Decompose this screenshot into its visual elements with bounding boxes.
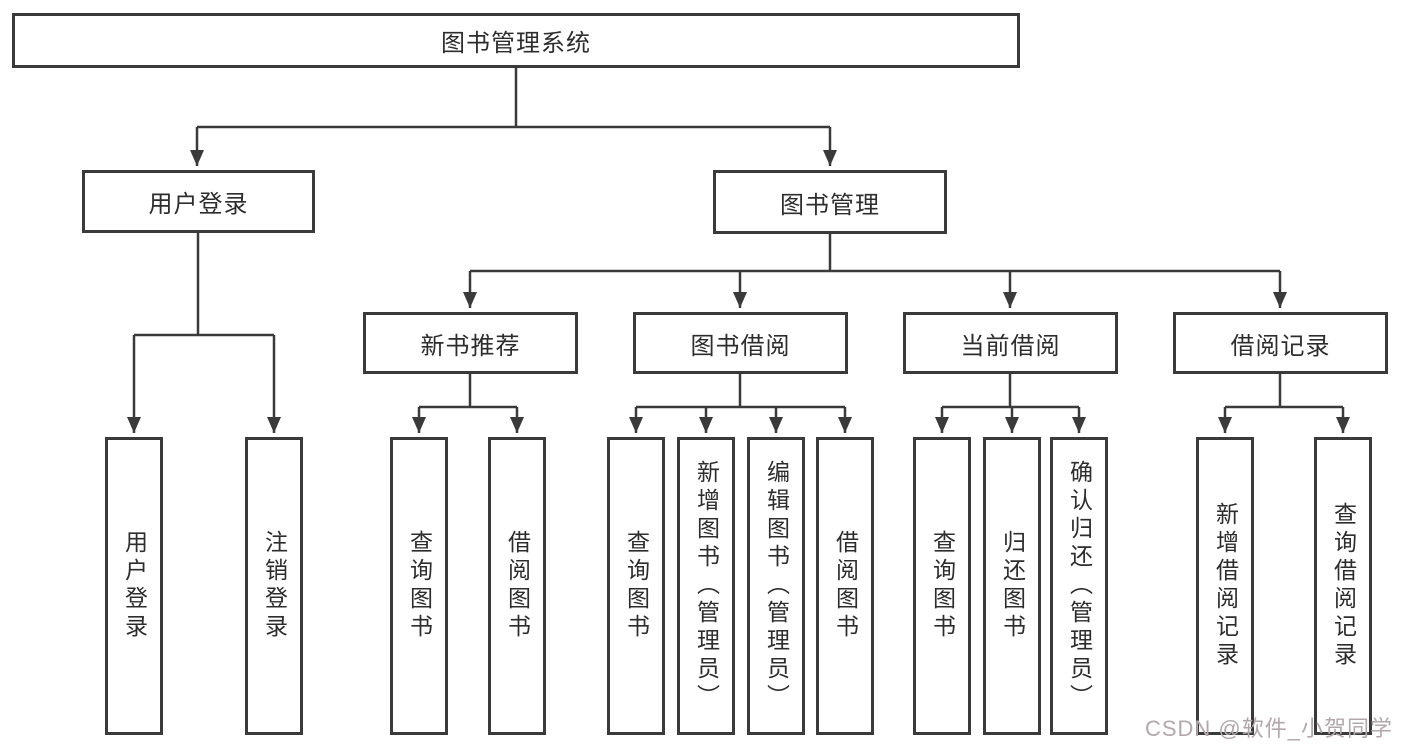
node-leaf-borrow-books-recommend: 借阅图书 <box>488 437 546 735</box>
node-leaf-logout: 注销登录 <box>245 437 303 735</box>
node-leaf-add-borrow-record: 新增借阅记录 <box>1196 437 1254 735</box>
leaf-label: 查询图书 <box>929 530 956 642</box>
leaf-label: 编辑图书（管理员） <box>763 460 790 712</box>
node-leaf-query-borrow-record: 查询借阅记录 <box>1314 437 1372 735</box>
node-leaf-add-book-admin: 新增图书（管理员） <box>677 437 735 735</box>
node-leaf-user-login: 用户登录 <box>105 437 163 735</box>
node-leaf-borrow-books: 借阅图书 <box>816 437 874 735</box>
leaf-label: 查询图书 <box>406 530 433 642</box>
node-leaf-return-books: 归还图书 <box>983 437 1041 735</box>
leaf-label: 用户登录 <box>121 530 148 642</box>
leaf-label: 新增图书（管理员） <box>693 460 720 712</box>
leaf-label: 借阅图书 <box>504 530 531 642</box>
node-leaf-query-books-current: 查询图书 <box>913 437 971 735</box>
leaf-label: 借阅图书 <box>832 530 859 642</box>
leaf-label: 新增借阅记录 <box>1212 502 1239 670</box>
node-new-book-recommend: 新书推荐 <box>363 312 578 374</box>
node-leaf-query-books-recommend: 查询图书 <box>390 437 448 735</box>
node-user-login: 用户登录 <box>82 170 315 233</box>
node-book-borrow: 图书借阅 <box>633 312 848 374</box>
node-borrow-records: 借阅记录 <box>1173 312 1388 374</box>
leaf-label: 查询图书 <box>623 530 650 642</box>
leaf-label: 归还图书 <box>999 530 1026 642</box>
leaf-label: 查询借阅记录 <box>1330 502 1357 670</box>
node-leaf-confirm-return-admin: 确认归还（管理员） <box>1050 437 1108 735</box>
node-library-system: 图书管理系统 <box>12 13 1020 68</box>
leaf-label: 确认归还（管理员） <box>1066 460 1093 712</box>
node-book-management: 图书管理 <box>713 170 947 234</box>
node-leaf-edit-book-admin: 编辑图书（管理员） <box>747 437 805 735</box>
node-current-borrow: 当前借阅 <box>903 312 1118 374</box>
leaf-label: 注销登录 <box>261 530 288 642</box>
node-leaf-query-books-borrow: 查询图书 <box>607 437 665 735</box>
